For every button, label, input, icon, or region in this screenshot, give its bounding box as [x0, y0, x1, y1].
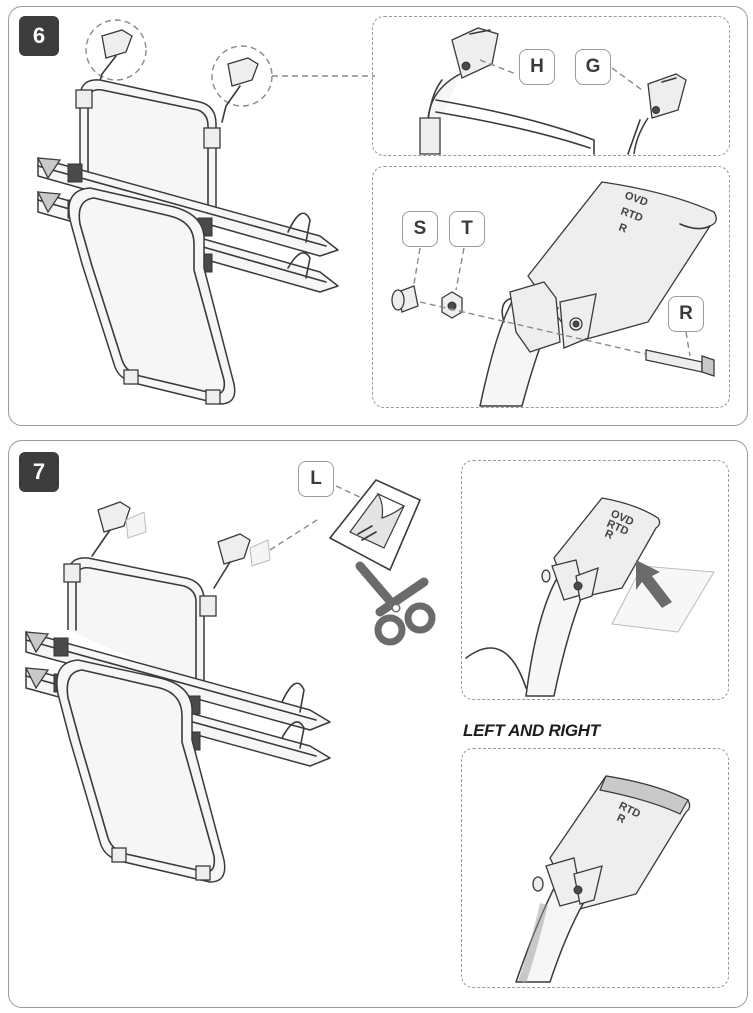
step-6-brackets-drawing — [419, 27, 687, 155]
label-l: L — [298, 461, 334, 497]
label-s: S — [402, 211, 438, 247]
step-7-detail-sticker — [461, 460, 729, 700]
detail-circle-left — [85, 19, 147, 81]
step-7-badge: 7 — [19, 452, 59, 492]
arrow-up-icon — [636, 560, 672, 608]
step-6-detail-brackets — [372, 16, 730, 156]
label-t: T — [449, 211, 485, 247]
label-g: G — [575, 49, 611, 85]
step-7-applied-drawing: RTD R — [515, 775, 691, 984]
step-6-bolt-drawing: OVD RTD R — [391, 181, 717, 407]
plate-stamp-line-3: R — [617, 222, 629, 236]
step-7-sticker-drawing: OVD RTD R — [465, 497, 715, 697]
step-7-detail-applied — [461, 748, 729, 988]
scissors-icon — [355, 561, 436, 646]
label-h: H — [519, 49, 555, 85]
sticker-sheet-and-scissors — [328, 479, 436, 646]
step-6-rack-drawing — [36, 19, 375, 405]
step-6-detail-bolt — [372, 166, 730, 408]
step-6-badge: 6 — [19, 16, 59, 56]
label-r: R — [668, 296, 704, 332]
caption-left-and-right: LEFT AND RIGHT — [463, 721, 600, 740]
step-7-rack-drawing — [24, 501, 331, 883]
